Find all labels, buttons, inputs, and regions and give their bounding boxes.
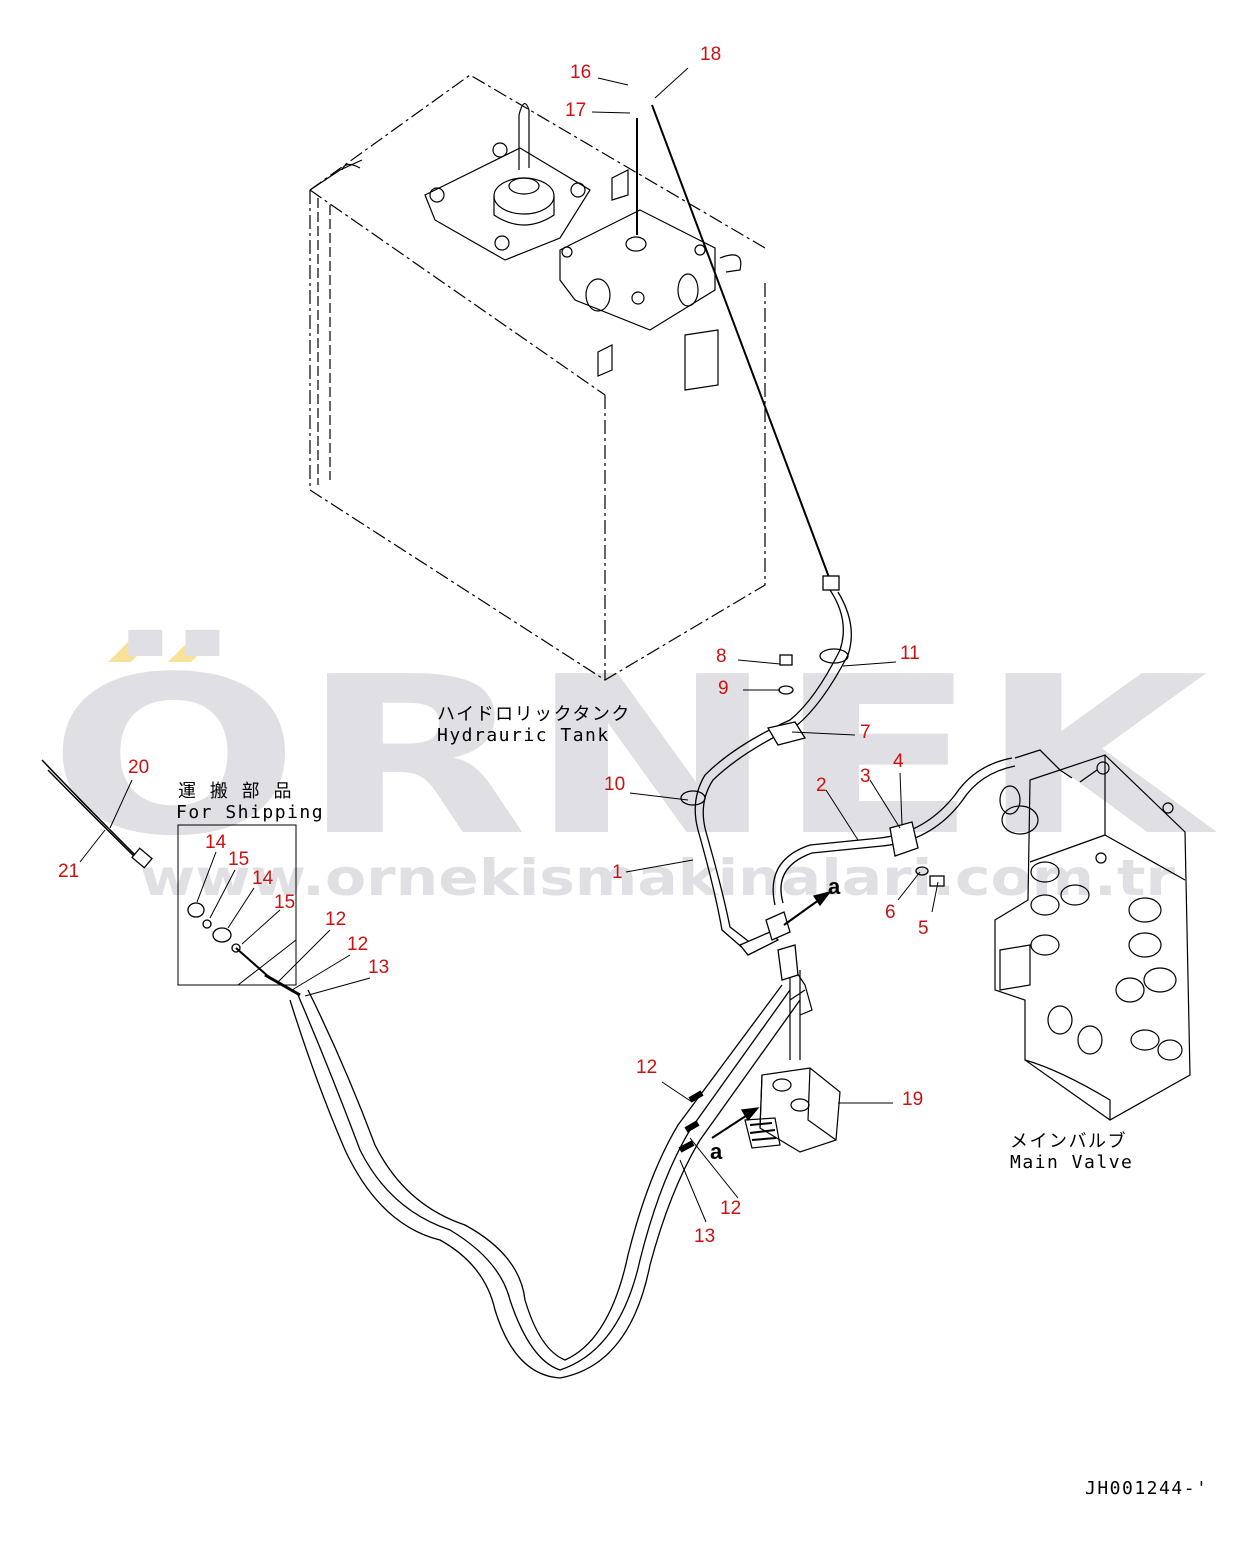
callout-17: 17 — [565, 100, 586, 121]
hydraulic-tank — [309, 74, 766, 681]
valve-caption-en: Main Valve — [1010, 1152, 1133, 1173]
callout-19: 19 — [902, 1089, 923, 1110]
callout-12: 12 — [347, 934, 368, 955]
tank-caption-en: Hydrauric Tank — [437, 725, 610, 746]
callout-3: 3 — [860, 766, 871, 787]
shipping-caption-en: For Shipping — [176, 802, 324, 823]
hose-lines — [41, 104, 1098, 1379]
watermark-url: www.ornekismakinalari.com.tr — [140, 849, 1175, 907]
watermark-accent-mark — [168, 635, 218, 662]
callout-14: 14 — [205, 832, 227, 853]
callout-4: 4 — [893, 751, 904, 772]
tank-caption-jp: ハイドロリックタンク — [437, 704, 631, 725]
shipping-caption-jp: 運 搬 部 品 — [178, 781, 293, 802]
callout-12: 12 — [720, 1198, 741, 1219]
callout-13: 13 — [368, 957, 389, 978]
callout-15: 15 — [274, 892, 295, 913]
callout-13: 13 — [694, 1226, 715, 1247]
callout-12: 12 — [636, 1057, 657, 1078]
callout-9: 9 — [718, 678, 729, 699]
callout-15: 15 — [228, 849, 249, 870]
leader-lines — [79, 67, 939, 1223]
callout-10: 10 — [604, 774, 625, 795]
callout-6: 6 — [885, 902, 896, 923]
callout-labels: 16 18 17 8 11 9 7 10 2 3 4 1 6 5 20 21 1… — [58, 44, 929, 1247]
valve-caption-jp: メインバルブ — [1010, 1130, 1127, 1152]
callout-12: 12 — [325, 909, 346, 930]
callout-5: 5 — [918, 918, 929, 939]
drawing-number: JH001244-' — [1085, 1478, 1208, 1499]
watermark-brand: ÖRNEK — [48, 630, 1218, 884]
callout-16: 16 — [570, 62, 591, 83]
callout-21: 21 — [58, 861, 79, 882]
callout-14: 14 — [252, 868, 274, 889]
view-arrow-label: a — [828, 874, 841, 899]
view-arrow-label: a — [710, 1139, 723, 1164]
callout-8: 8 — [716, 646, 727, 667]
callout-18: 18 — [700, 44, 721, 65]
callout-1: 1 — [612, 862, 623, 883]
callout-11: 11 — [900, 643, 920, 664]
watermark-accent-mark — [108, 635, 158, 662]
captions: ハイドロリックタンク Hydrauric Tank 運 搬 部 品 For Sh… — [176, 704, 1208, 1499]
callout-2: 2 — [816, 775, 827, 796]
block-assembly — [744, 969, 841, 1153]
main-valve — [994, 754, 1191, 1121]
callout-7: 7 — [860, 722, 871, 743]
callout-20: 20 — [128, 757, 149, 778]
watermark: ÖRNEK www.ornekismakinalari.com.tr — [48, 630, 1218, 907]
